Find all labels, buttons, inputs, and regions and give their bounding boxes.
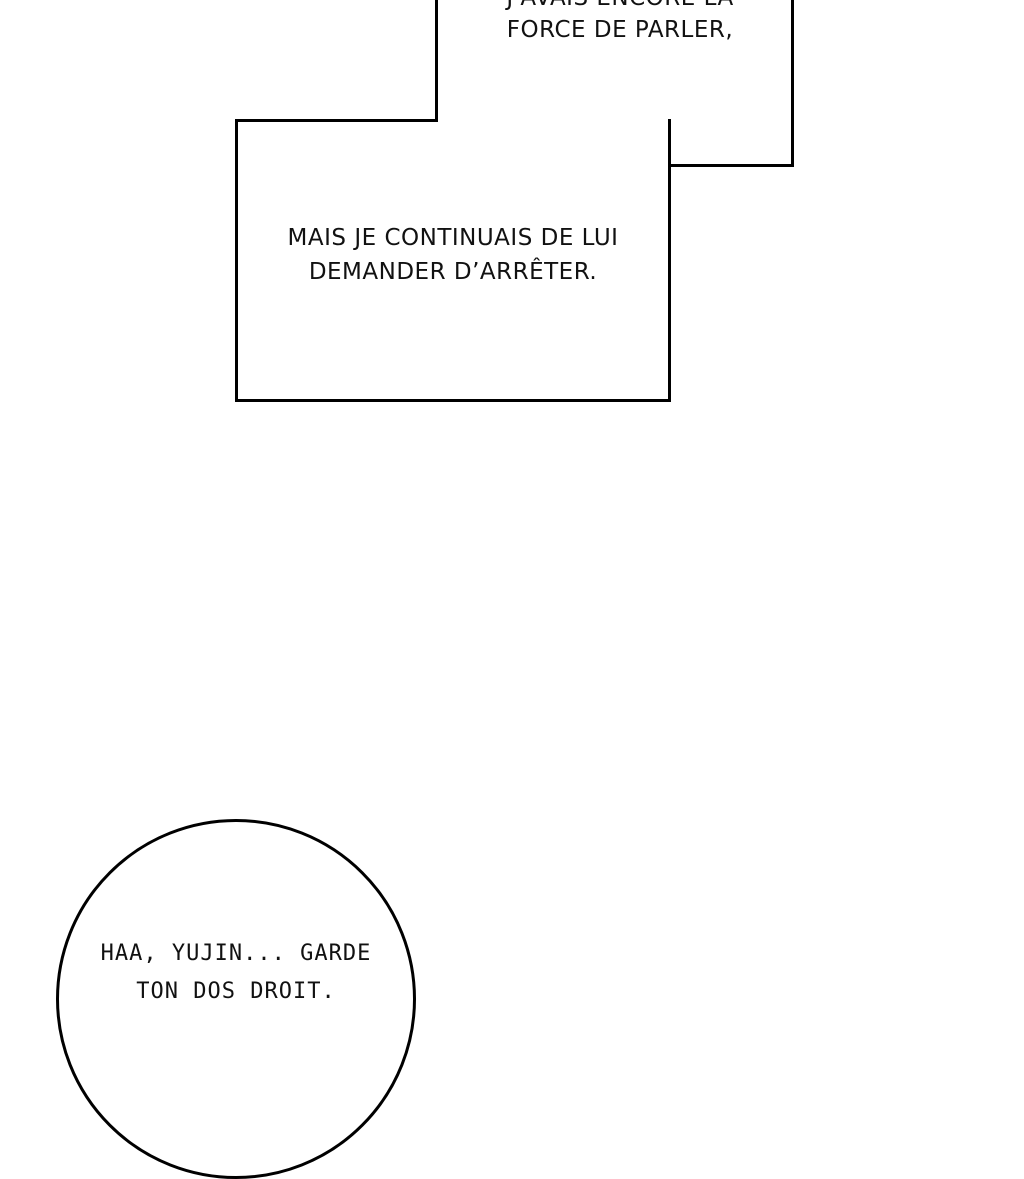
comic-panel: J'AVAIS ENCORE LA FORCE DE PARLER, MAIS …	[56, 0, 800, 1179]
main-caption-box	[235, 119, 671, 402]
speech-bubble-line-2: TON DOS DROIT.	[136, 979, 336, 1004]
top-caption-line-2: FORCE DE PARLER,	[506, 17, 734, 43]
speech-bubble-line-1: HAA, YUJIN... GARDE	[100, 941, 372, 966]
caption-box-joint	[438, 119, 668, 165]
main-caption-line-2: DEMANDER D’ARRÊTER.	[308, 259, 598, 285]
top-caption-line-1: J'AVAIS ENCORE LA	[440, 0, 800, 15]
main-caption-line-1: MAIS JE CONTINUAIS DE LUI	[287, 225, 619, 251]
